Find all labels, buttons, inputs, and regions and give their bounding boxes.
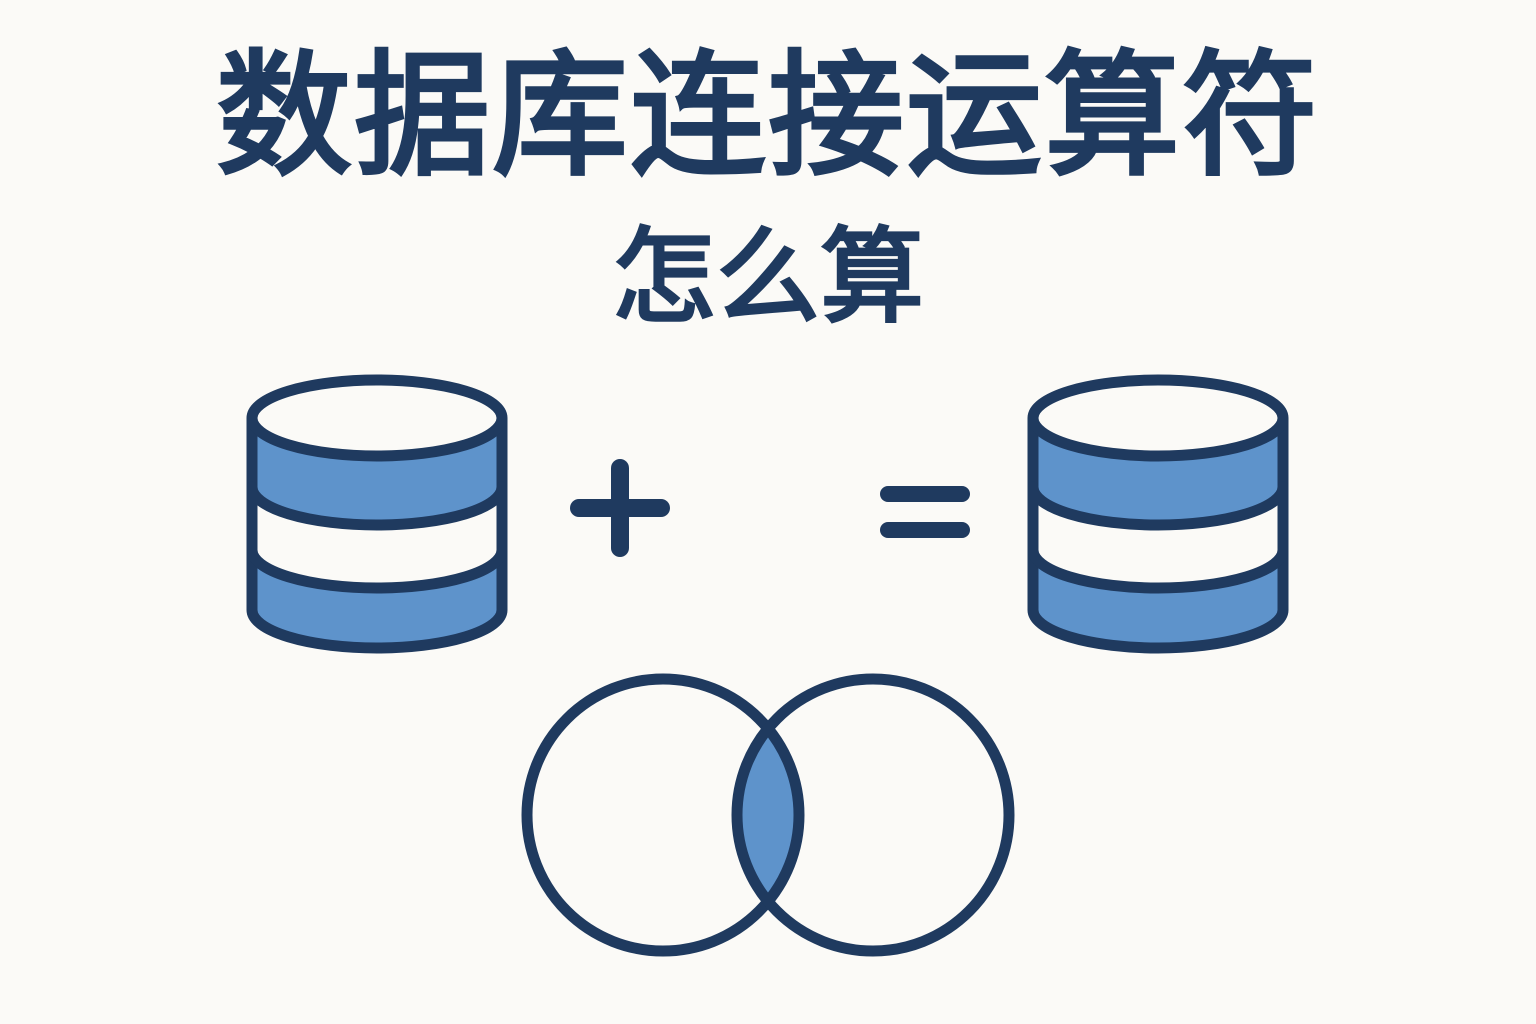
plus-icon [570, 459, 670, 557]
venn-left-circle [521, 673, 805, 957]
page-title: 数据库连接运算符 [216, 38, 1320, 196]
right-database-icon [1027, 374, 1289, 654]
venn-diagram-icon [521, 673, 1015, 957]
left-database-icon [246, 374, 508, 654]
venn-right-circle [731, 673, 1015, 957]
page-subtitle: 怎么算 [611, 216, 924, 338]
equals-icon [880, 486, 970, 538]
